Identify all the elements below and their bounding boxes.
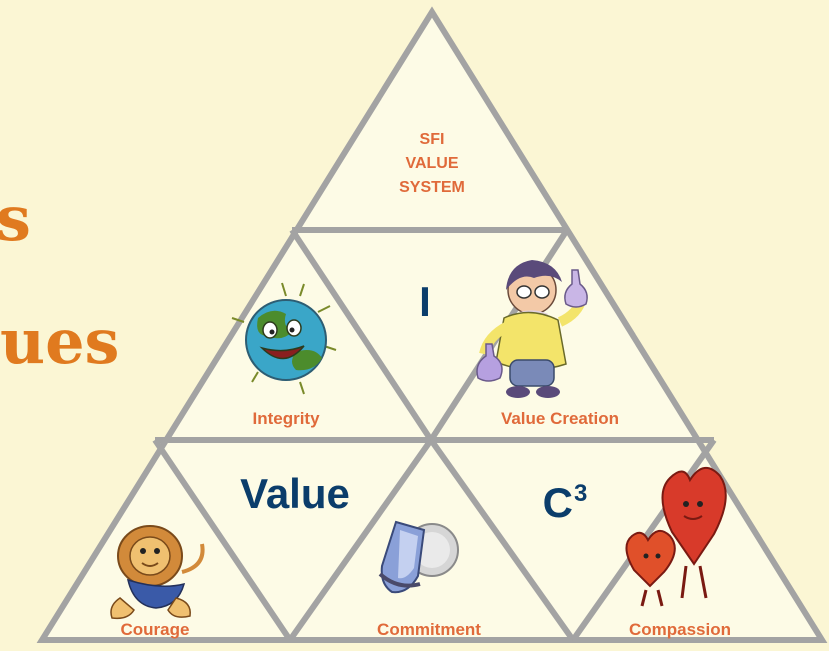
value-label-courage: Courage <box>120 620 190 639</box>
value-label-compassion: Compassion <box>628 620 732 639</box>
center-letter-i: I <box>419 278 431 325</box>
pyramid-diagonal <box>152 438 293 642</box>
c3-base: C <box>542 479 573 526</box>
scientist-with-flasks-icon <box>476 260 588 398</box>
two-hearts-icon <box>625 467 727 607</box>
apex-title-line: SYSTEM <box>399 179 465 196</box>
pyramid-outline <box>36 6 828 643</box>
lion-icon <box>110 525 205 620</box>
pyramid-diagonal <box>428 438 576 642</box>
apex-title-line: SFI <box>419 131 445 148</box>
value-label-commitment: Commitment <box>377 620 481 639</box>
side-title-line1: s <box>0 182 31 255</box>
apex-title-line: VALUE <box>405 155 459 172</box>
c3-superscript: 3 <box>573 480 588 507</box>
smiling-globe-icon <box>231 282 337 395</box>
apex-title: SFI VALUE SYSTEM <box>372 128 492 200</box>
value-label-value-creation: Value Creation <box>500 409 620 428</box>
center-c3: C3 <box>515 470 615 527</box>
side-title-line2: ues <box>0 305 120 378</box>
pyramid-diagonal <box>289 228 434 442</box>
shield-and-globe-icon <box>378 520 459 594</box>
pyramid-diagonal <box>287 438 434 642</box>
value-label-integrity: Integrity <box>252 409 320 428</box>
center-word-value: Value <box>240 470 350 517</box>
